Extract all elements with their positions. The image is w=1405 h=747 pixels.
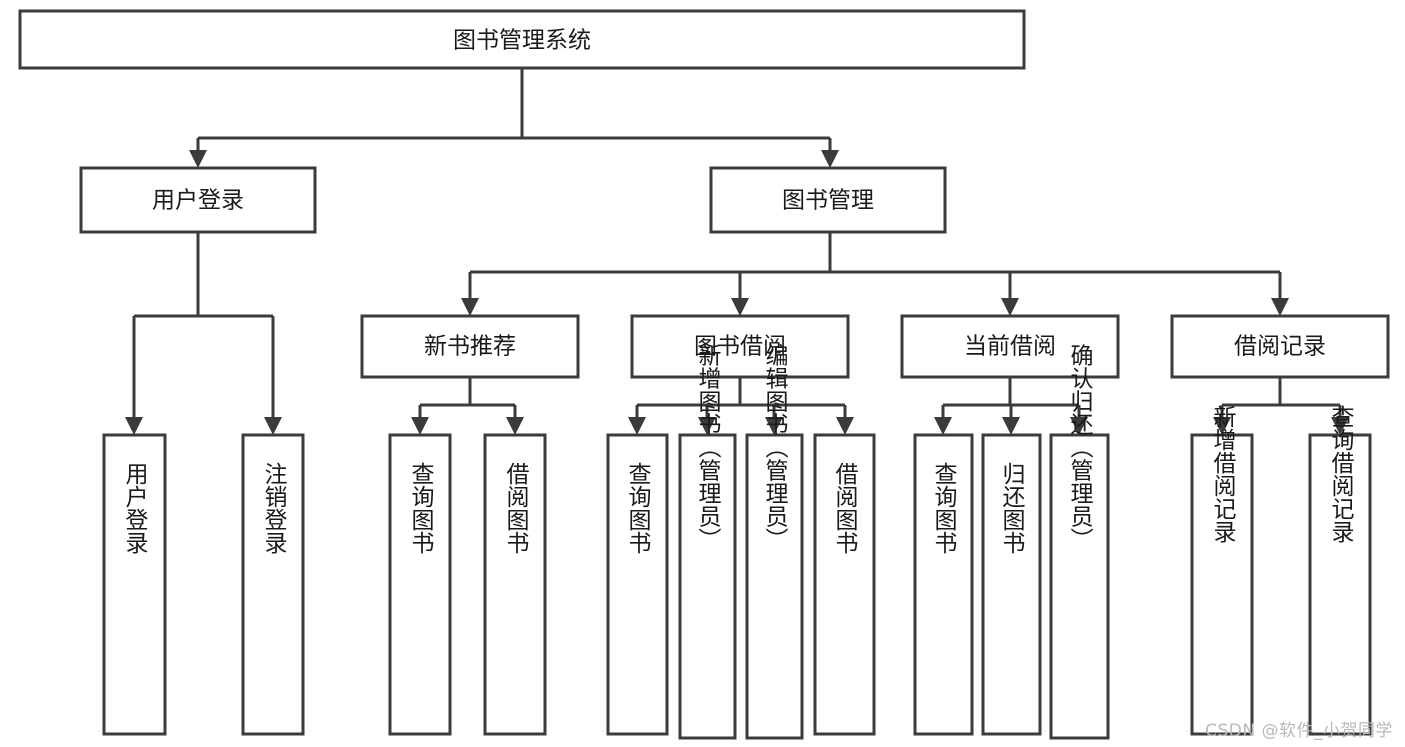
arrowhead-leaf-logout — [264, 417, 282, 435]
node-leaf-query-book-1-box[interactable] — [388, 433, 452, 736]
arrowhead-user-login — [189, 150, 207, 168]
node-leaf-logout-box[interactable] — [241, 433, 305, 736]
node-book-borrow-box[interactable] — [630, 314, 850, 379]
arrowhead-leaf-add-book — [698, 417, 716, 435]
node-leaf-query-record[interactable]: 查询借阅记录 — [1308, 405, 1372, 736]
node-leaf-query-book-1-label: 查询图书 — [407, 462, 435, 554]
node-leaf-add-record-box[interactable] — [1190, 433, 1254, 736]
node-leaf-borrow-book-2-label: 借阅图书 — [831, 462, 859, 554]
node-leaf-add-book-box[interactable] — [678, 433, 737, 740]
node-leaf-user-login-box[interactable] — [102, 433, 167, 736]
node-current-borrow[interactable]: 当前借阅 — [900, 314, 1120, 379]
arrowhead-leaf-query-book-1 — [411, 417, 429, 435]
arrowhead-leaf-borrow-book-1 — [506, 417, 524, 435]
node-leaf-query-record-box[interactable] — [1308, 433, 1372, 736]
node-borrow-record-box[interactable] — [1170, 314, 1390, 379]
arrowhead-book-borrow — [731, 298, 749, 316]
node-leaf-add-book[interactable]: 新增图书（管理员） — [678, 344, 737, 740]
arrowhead-current-borrow — [1001, 298, 1019, 316]
arrowhead-borrow-record — [1271, 298, 1289, 316]
node-leaf-return-book-label: 归还图书 — [998, 462, 1026, 554]
node-current-borrow-label: 当前借阅 — [964, 334, 1056, 360]
node-new-book-recommend[interactable]: 新书推荐 — [360, 314, 580, 379]
arrowhead-leaf-add-record — [1213, 417, 1231, 435]
node-leaf-query-book-3[interactable]: 查询图书 — [913, 433, 974, 736]
node-user-login-box[interactable] — [79, 166, 317, 234]
node-leaf-add-record-label: 新增借阅记录 — [1209, 405, 1237, 543]
node-leaf-confirm-return-box[interactable] — [1049, 433, 1110, 740]
arrowhead-leaf-query-record — [1331, 417, 1349, 435]
node-user-login-label: 用户登录 — [152, 188, 244, 214]
node-leaf-add-record[interactable]: 新增借阅记录 — [1190, 405, 1254, 736]
node-layer: 图书管理系统 用户登录 图书管理 新书推荐 图书借阅 当前借阅 借阅记录 — [18, 9, 1390, 740]
node-leaf-user-login[interactable]: 用户登录 — [102, 433, 167, 736]
node-book-manage-label: 图书管理 — [782, 188, 874, 214]
arrowhead-leaf-query-book-3 — [934, 417, 952, 435]
node-leaf-borrow-book-1-label: 借阅图书 — [502, 462, 530, 554]
arrowhead-leaf-confirm-return — [1070, 417, 1088, 435]
node-leaf-query-book-1[interactable]: 查询图书 — [388, 433, 452, 736]
arrowhead-leaf-borrow-book-2 — [836, 417, 854, 435]
node-leaf-borrow-book-2[interactable]: 借阅图书 — [813, 433, 876, 736]
csdn-watermark: CSDN @软件_小贺同学 — [1205, 721, 1393, 741]
node-root-label: 图书管理系统 — [453, 28, 591, 54]
arrowhead-new-book-recommend — [461, 298, 479, 316]
node-book-manage[interactable]: 图书管理 — [709, 166, 947, 234]
node-leaf-add-book-label: 新增图书（管理员） — [694, 344, 722, 551]
node-leaf-borrow-book-1[interactable]: 借阅图书 — [483, 433, 547, 736]
node-new-book-recommend-box[interactable] — [360, 314, 580, 379]
node-leaf-query-book-2-label: 查询图书 — [624, 462, 652, 554]
node-borrow-record[interactable]: 借阅记录 — [1170, 314, 1390, 379]
node-leaf-edit-book-label: 编辑图书（管理员） — [761, 344, 789, 551]
node-leaf-logout[interactable]: 注销登录 — [241, 433, 305, 736]
node-new-book-recommend-label: 新书推荐 — [424, 334, 516, 360]
arrowhead-leaf-query-book-2 — [628, 417, 646, 435]
node-leaf-borrow-book-2-box[interactable] — [813, 433, 876, 736]
node-leaf-return-book-box[interactable] — [981, 433, 1042, 736]
node-book-borrow[interactable]: 图书借阅 — [630, 314, 850, 379]
arrowhead-leaf-user-login — [125, 417, 143, 435]
node-leaf-query-book-3-label: 查询图书 — [930, 462, 958, 554]
node-leaf-query-book-2[interactable]: 查询图书 — [606, 433, 669, 736]
arrowhead-leaf-return-book — [1002, 417, 1020, 435]
node-leaf-edit-book-box[interactable] — [745, 433, 804, 740]
node-root-box[interactable] — [18, 9, 1026, 70]
edge-layer — [125, 68, 1349, 435]
node-book-manage-box[interactable] — [709, 166, 947, 234]
node-leaf-query-record-label: 查询借阅记录 — [1327, 405, 1355, 543]
node-leaf-borrow-book-1-box[interactable] — [483, 433, 547, 736]
arrowhead-book-manage — [821, 150, 839, 168]
node-leaf-confirm-return-label: 确认归还（管理员） — [1066, 344, 1094, 551]
arrowhead-leaf-edit-book — [765, 417, 783, 435]
node-leaf-query-book-2-box[interactable] — [606, 433, 669, 736]
node-current-borrow-box[interactable] — [900, 314, 1120, 379]
node-leaf-return-book[interactable]: 归还图书 — [981, 433, 1042, 736]
node-leaf-logout-label: 注销登录 — [260, 462, 288, 554]
node-leaf-confirm-return[interactable]: 确认归还（管理员） — [1049, 344, 1110, 740]
node-leaf-query-book-3-box[interactable] — [913, 433, 974, 736]
node-user-login[interactable]: 用户登录 — [79, 166, 317, 234]
node-borrow-record-label: 借阅记录 — [1234, 334, 1326, 360]
node-root[interactable]: 图书管理系统 — [18, 9, 1026, 70]
node-leaf-user-login-label: 用户登录 — [121, 462, 149, 554]
node-leaf-edit-book[interactable]: 编辑图书（管理员） — [745, 344, 804, 740]
node-book-borrow-label: 图书借阅 — [694, 334, 786, 360]
